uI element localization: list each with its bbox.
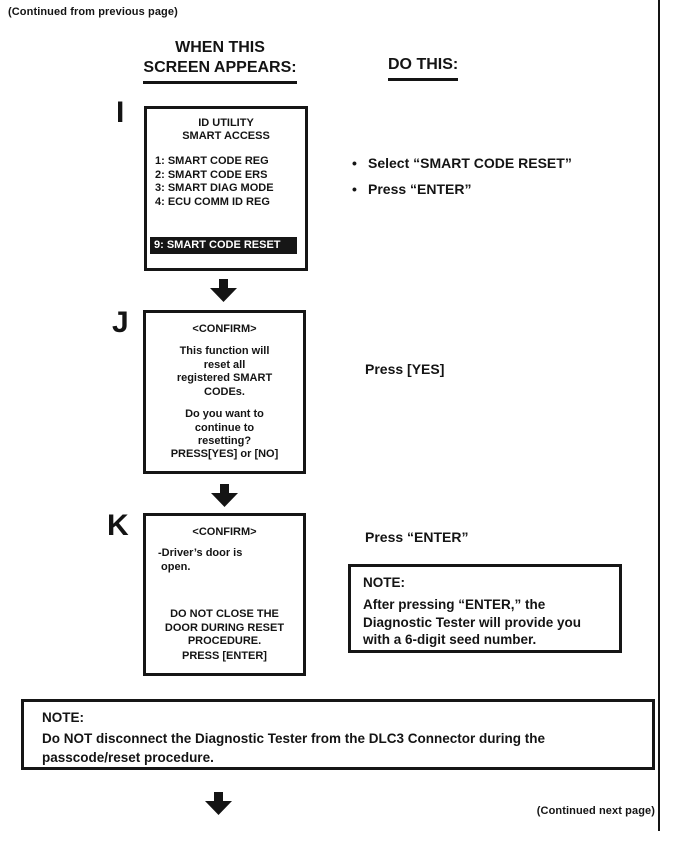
instruction-text: Select “SMART CODE RESET”: [368, 155, 572, 171]
highlighted-menu-item: 9: SMART CODE RESET: [150, 236, 297, 254]
screen-text: Do you want to continue to resetting?: [185, 408, 264, 447]
screen-title: ID UTILITY SMART ACCESS: [182, 117, 270, 142]
screen-menu: 1: SMART CODE REG 2: SMART CODE ERS 3: S…: [147, 155, 305, 209]
instruction-text: Press [YES]: [365, 361, 445, 377]
step-label-i: I: [116, 96, 125, 129]
screen-title: <CONFIRM>: [192, 526, 257, 538]
tester-screen-k: <CONFIRM> -Driver’s door is open. DO NOT…: [143, 513, 306, 676]
header-line-2: SCREEN APPEARS:: [143, 58, 297, 84]
screen-text: DO NOT CLOSE THE DOOR DURING RESET PROCE…: [164, 608, 285, 647]
instruction-item: • Press “ENTER”: [352, 181, 572, 207]
header-line-1: WHEN THIS: [175, 39, 265, 56]
down-arrow-icon: [210, 279, 237, 302]
page-right-border: [658, 0, 660, 831]
do-this-header: DO THIS:: [388, 55, 459, 81]
continued-next-note: (Continued next page): [536, 805, 655, 817]
menu-item: 3: SMART DIAG MODE: [155, 182, 274, 194]
screen-text: This function will reset all registered …: [176, 345, 273, 398]
bullet-icon: •: [352, 181, 357, 197]
bullet-icon: •: [352, 155, 357, 171]
down-arrow-icon: [211, 484, 238, 507]
screen-title: <CONFIRM>: [192, 323, 257, 335]
note-title: NOTE:: [363, 575, 405, 590]
down-arrow-icon: [205, 792, 232, 815]
when-this-screen-appears-header: WHEN THIS SCREEN APPEARS:: [120, 38, 320, 84]
screen-footer: PRESS[YES] or [NO]: [170, 447, 279, 460]
note-title: NOTE:: [42, 710, 84, 725]
instruction-list: • Select “SMART CODE RESET” • Press “ENT…: [352, 155, 572, 207]
note-body: Do NOT disconnect the Diagnostic Tester …: [42, 731, 546, 765]
instruction-text: Press “ENTER”: [368, 181, 472, 197]
menu-item: 2: SMART CODE ERS: [155, 168, 268, 181]
instruction-item: • Select “SMART CODE RESET”: [352, 155, 572, 181]
menu-item: 4: ECU COMM ID REG: [155, 195, 270, 208]
tester-screen-i: ID UTILITY SMART ACCESS 1: SMART CODE RE…: [144, 106, 308, 271]
continued-from-note: (Continued from previous page): [8, 6, 178, 18]
note-box-seed-number: NOTE: After pressing “ENTER,” the Diagno…: [348, 564, 622, 653]
step-label-k: K: [107, 509, 129, 542]
screen-footer: PRESS [ENTER]: [182, 649, 267, 662]
do-this-label: DO THIS:: [388, 55, 459, 81]
menu-item: 1: SMART CODE REG: [155, 155, 269, 167]
screen-text: -Driver’s door is open.: [158, 547, 243, 573]
instruction-text: Press “ENTER”: [365, 529, 469, 545]
note-box-disconnect-warning: NOTE: Do NOT disconnect the Diagnostic T…: [21, 699, 655, 770]
step-label-j: J: [112, 306, 129, 339]
note-body: After pressing “ENTER,” the Diagnostic T…: [363, 597, 582, 647]
tester-screen-j: <CONFIRM> This function will reset all r…: [143, 310, 306, 474]
